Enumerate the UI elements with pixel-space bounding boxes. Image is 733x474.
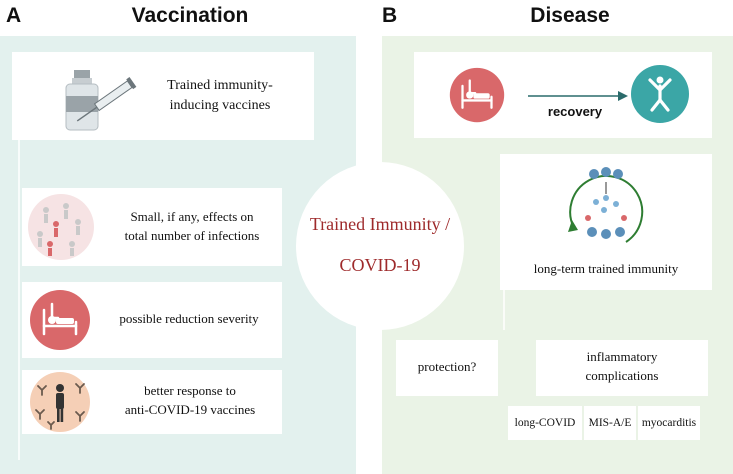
panel-a-title: Vaccination <box>131 4 249 27</box>
protection-card: protection? <box>396 340 498 396</box>
inflammatory-label: inflammatory complications <box>585 349 659 383</box>
center-circle <box>296 162 464 330</box>
mis-label: MIS-A/E <box>588 417 632 429</box>
antibody-person-icon <box>30 372 90 432</box>
mis-card: MIS-A/E <box>584 406 636 440</box>
hospital-bed-icon <box>449 67 505 123</box>
center-title: Trained Immunity / COVID-19 <box>296 204 464 285</box>
severity-card-text: possible reduction severity <box>119 311 259 326</box>
vaccine-card-text: Trained immunity- inducing vaccines <box>167 78 273 114</box>
center-title-line2: COVID-19 <box>339 254 421 275</box>
center-title-line1: Trained Immunity / <box>309 214 451 234</box>
panel-b-title: Disease <box>530 4 610 27</box>
response-card: better response to anti-COVID-19 vaccine… <box>22 370 282 434</box>
recovery-card: recovery <box>414 52 712 138</box>
long-covid-card: long-COVID <box>508 406 582 440</box>
trained-immunity-card: long-term trained immunity <box>500 154 712 290</box>
inflammatory-card: inflammatory complications <box>536 340 708 396</box>
vaccine-vial-icon <box>65 70 137 131</box>
response-card-text: better response to anti-COVID-19 vaccine… <box>124 383 256 417</box>
trained-immunity-label: long-term trained immunity <box>533 261 679 276</box>
infections-card-text: Small, if any, effects on total number o… <box>124 209 260 243</box>
severity-card: possible reduction severity <box>22 282 282 358</box>
immune-cycle-icon <box>568 167 644 243</box>
myocarditis-card: myocarditis <box>638 406 700 440</box>
infections-card: Small, if any, effects on total number o… <box>22 188 282 266</box>
vaccine-card: Trained immunity- inducing vaccines <box>12 52 314 140</box>
recovery-arrow-icon <box>528 91 628 101</box>
panel-a-letter: A <box>6 4 22 27</box>
long-covid-label: long-COVID <box>514 417 576 429</box>
recovery-label: recovery <box>547 104 603 119</box>
jumping-person-icon <box>631 65 689 123</box>
hospital-bed-icon <box>30 290 90 350</box>
protection-label: protection? <box>417 359 477 374</box>
panel-b-letter: B <box>382 4 398 27</box>
myocarditis-label: myocarditis <box>641 417 697 429</box>
crowd-icon <box>28 194 94 260</box>
